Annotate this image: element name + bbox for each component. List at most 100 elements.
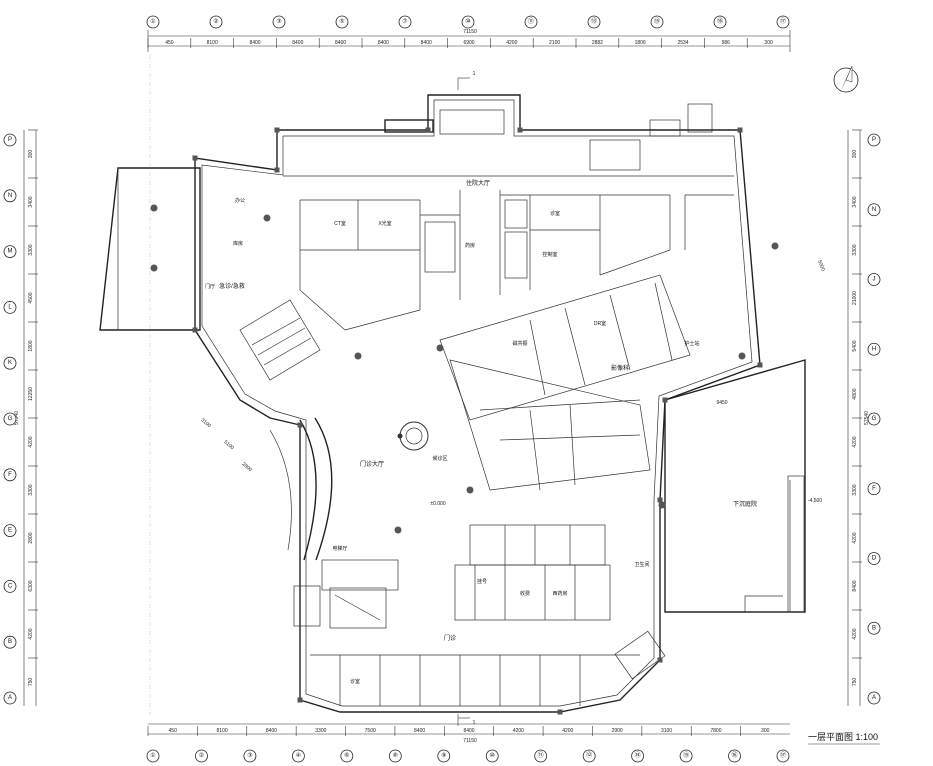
room-emergency: 急诊/急救	[219, 282, 245, 290]
right-axis-6: D	[867, 552, 881, 565]
inner-dim-left-2: 5100	[222, 439, 235, 451]
bottom-axis-4: ⑥	[340, 749, 354, 763]
top-axis-label: ⑩	[465, 18, 470, 25]
room-consult: 诊室	[550, 210, 560, 217]
north-arrow-icon	[833, 65, 859, 93]
right-dim-10: 4200	[852, 628, 858, 639]
left-axis-6: F	[3, 468, 17, 482]
left-axis-label: P	[8, 137, 12, 143]
right-axis-0: P	[867, 133, 881, 147]
top-dim-0: 450	[165, 40, 174, 46]
top-dim-2: 8400	[249, 40, 260, 46]
left-axis-5: G	[3, 412, 17, 426]
top-axis-5: ⑩	[461, 15, 475, 29]
top-dim-10: 2882	[592, 40, 603, 46]
bottom-axis-label: ⑯	[732, 751, 738, 759]
structural-columns	[192, 127, 763, 715]
right-dim-5: 4800	[852, 388, 858, 399]
bottom-axis-11: ⑮	[679, 749, 693, 763]
column-11	[657, 497, 663, 503]
left-dim-10: 4200	[28, 628, 34, 639]
right-axis-label: F	[872, 486, 876, 492]
interior-partitions	[149, 55, 734, 715]
right-axis-1: N	[867, 203, 881, 217]
bottom-dim-11: 7800	[710, 728, 721, 734]
top-axis-label: ⑯	[717, 17, 723, 25]
bottom-axis-label: ⑭	[635, 751, 641, 759]
left-dim-5: 12250	[28, 387, 34, 401]
left-axis-label: M	[8, 249, 13, 255]
left-axis-label: E	[8, 528, 12, 534]
right-dim-9: 8400	[852, 580, 858, 591]
room-sunken-courtyard: 下沉庭院	[733, 500, 757, 508]
bottom-axis-6: ⑨	[437, 749, 451, 763]
bottom-dim-5: 8400	[414, 728, 425, 734]
top-axis-label: ①	[150, 18, 155, 25]
inner-dim-right: 5000	[816, 259, 826, 272]
left-dim-11: 750	[28, 678, 34, 687]
room-clinic-hall: 门诊大厅	[360, 460, 384, 468]
bottom-dim-0: 450	[169, 728, 178, 734]
room-labels: 住院大厅 门诊大厅 急诊/急救 影像科 门诊 下沉庭院 药房 办公 X光室 CT…	[205, 179, 757, 685]
top-axis-10: ⑰	[776, 15, 790, 29]
left-dim-9: 6300	[28, 580, 34, 591]
left-dimension-chain: 57540 3003400330045001800122504200330028…	[14, 129, 38, 706]
elevation-mark-ground: ±0.000	[430, 501, 445, 507]
top-dim-8: 4200	[506, 40, 517, 46]
bottom-axis-label: ⑧	[393, 752, 398, 759]
column-7	[297, 422, 303, 428]
bottom-axis-5: ⑧	[388, 749, 402, 763]
section-mark-top: 1	[457, 71, 476, 90]
right-dim-8: 4200	[852, 532, 858, 543]
section-mark-bottom: 1	[457, 714, 476, 726]
room-toilet: 卫生间	[634, 561, 649, 568]
building-outline	[99, 94, 806, 713]
right-dim-11: 750	[852, 678, 858, 687]
left-axis-label: B	[8, 639, 12, 645]
bottom-dim-4: 7500	[365, 728, 376, 734]
section-mark-bottom-label: 1	[473, 720, 476, 726]
top-dim-1: 8100	[207, 40, 218, 46]
room-ct: CT室	[334, 220, 346, 227]
bottom-dim-6: 8400	[463, 728, 474, 734]
drawing-title-text: 一层平面图 1:100	[808, 732, 878, 742]
top-axis-0: ①	[146, 15, 160, 29]
top-axis-label: ⑦	[402, 18, 407, 25]
bottom-dim-3: 3300	[315, 728, 326, 734]
top-dim-13: 986	[722, 40, 731, 46]
top-axis-6: ⑪	[524, 15, 538, 29]
room-imaging: 影像科	[611, 364, 629, 372]
column-3	[737, 127, 743, 133]
inner-dim-courtyard: 9450	[716, 400, 727, 406]
total-dim-bottom: 71150	[463, 738, 477, 744]
column-9	[557, 709, 563, 715]
elevation-mark-sunken: -4.500	[808, 498, 822, 504]
bottom-axis-0: ①	[146, 749, 160, 763]
right-dim-6: 4200	[852, 436, 858, 447]
top-axis-2: ③	[272, 15, 286, 29]
top-dim-12: 2534	[677, 40, 688, 46]
bottom-axis-label: ⑥	[344, 752, 349, 759]
left-axis-2: M	[3, 245, 17, 259]
bottom-axis-1: ②	[195, 749, 208, 763]
right-axis-3: H	[867, 342, 881, 356]
bottom-axis-7: ⑩	[485, 749, 499, 763]
bottom-dim-1: 8100	[217, 728, 228, 734]
bottom-axis-9: ⑫	[582, 749, 596, 763]
right-axis-5: F	[867, 482, 881, 496]
column-6	[192, 327, 198, 333]
top-dim-11: 1806	[635, 40, 646, 46]
room-lobby: 候诊区	[432, 455, 447, 462]
left-axis-0: P	[3, 133, 17, 147]
left-dim-1: 3400	[28, 196, 34, 207]
right-axis-label: P	[872, 137, 876, 143]
bottom-axis-label: ⑫	[586, 751, 592, 759]
left-dim-4: 1800	[28, 340, 34, 351]
bottom-axis-label: ④	[296, 752, 301, 759]
right-axis-7: B	[867, 621, 881, 635]
left-dim-8: 2800	[28, 532, 34, 543]
right-dim-7: 3300	[852, 484, 858, 495]
left-axis-label: A	[8, 695, 12, 701]
bottom-axis-label: ③	[247, 752, 252, 759]
